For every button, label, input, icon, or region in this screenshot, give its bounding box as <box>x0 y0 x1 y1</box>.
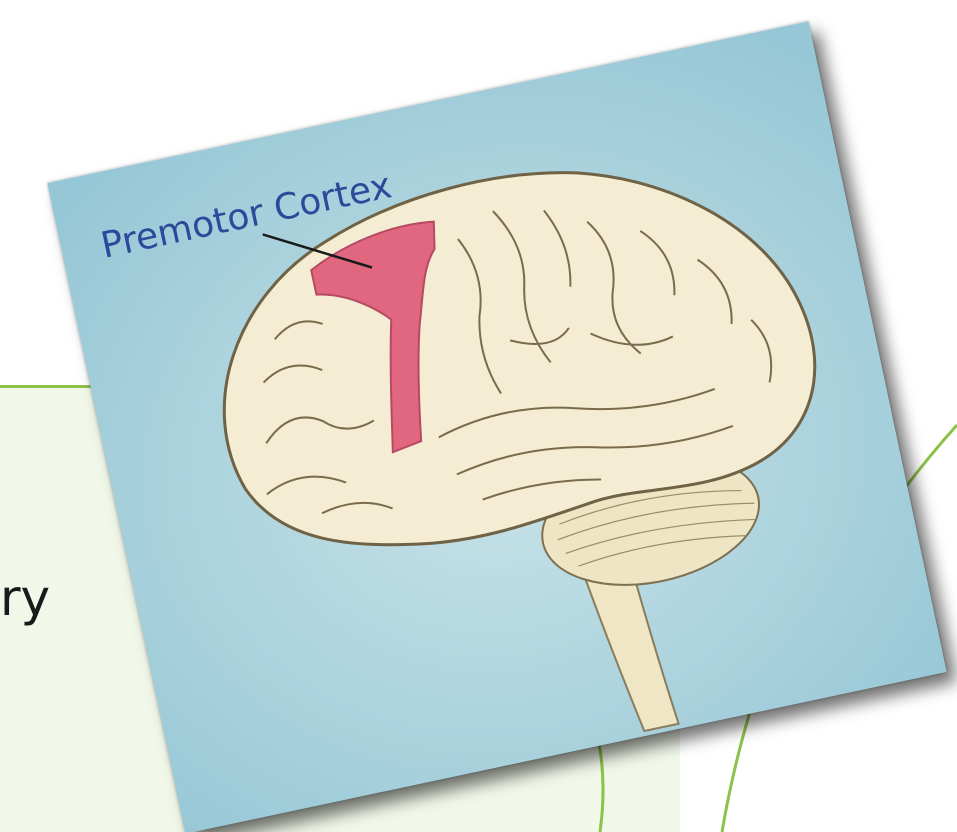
deco-arc-right <box>905 425 957 488</box>
